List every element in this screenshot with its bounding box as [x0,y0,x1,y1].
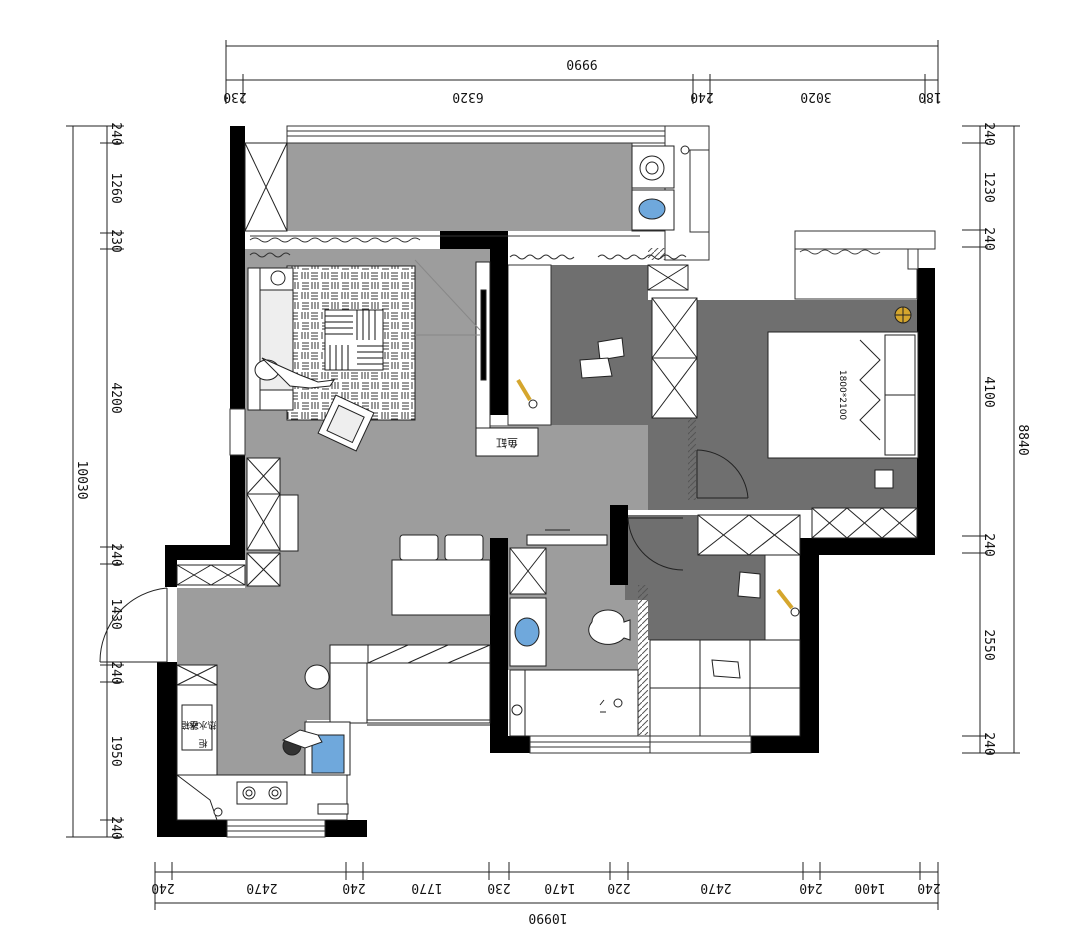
door-swing-lines [414,259,481,336]
bar-counter [391,529,608,616]
dim-right-seg-7: 240 [981,732,996,755]
dim-left-seg-8: 1950 [108,735,123,766]
second-bedroom-furniture [649,514,801,737]
fridge-label: 冰箱 [181,719,199,731]
armchair [317,394,375,452]
walls [157,126,935,837]
dim-bottom-seg-5: 230 [487,880,510,895]
dimension-bottom [154,862,939,910]
dim-left-seg-3: 230 [108,229,123,252]
person-on-sofa [254,357,336,389]
dim-top-seg-1: 230 [223,89,246,104]
dim-left-seg-1: 240 [108,122,123,145]
dim-left-seg-7: 240 [108,661,123,684]
dim-right-seg-2: 1230 [981,171,996,202]
fish-tank-label: 鱼缸 [496,436,518,450]
dim-bottom-seg-6: 1470 [544,880,575,895]
sofa [247,267,294,411]
bedroom-door [696,449,749,499]
small-room-furniture [516,264,698,419]
entry-door [99,587,168,663]
dim-right-total: 8840 [1015,424,1030,455]
dimension-top [225,40,939,104]
tv-cabinet [475,261,491,429]
round-stool [304,664,330,690]
washing-machine [631,145,690,189]
dim-left-total: 10030 [74,460,89,499]
dim-top-seg-4: 3020 [800,89,831,104]
dim-top-seg-2: 6320 [452,89,483,104]
dim-top-seg-3: 240 [690,89,713,104]
balcony-cabinet [244,142,288,232]
dim-bottom-total: 10990 [528,910,567,925]
dim-right-seg-6: 2550 [981,629,996,660]
dim-top-total: 9990 [566,56,597,71]
dim-bottom-seg-4: 1770 [411,880,442,895]
balcony-basin [631,189,675,231]
master-bed [767,306,919,489]
bedroom-wardrobe [811,507,918,539]
dim-right-seg-5: 240 [981,533,996,556]
dim-right-seg-1: 240 [981,122,996,145]
dimension-right [962,125,1020,754]
bathroom-fixtures [509,547,639,737]
curtains [249,235,687,260]
dim-bottom-seg-11: 240 [917,880,940,895]
dim-bottom-seg-8: 2470 [700,880,731,895]
bottom-windows [226,408,752,838]
dimension-left [66,125,124,838]
dim-top-seg-5: 180 [918,89,941,104]
cabinet-label: 柜 [198,737,207,749]
dim-left-seg-5: 240 [108,543,123,566]
dim-left-seg-4: 4200 [108,382,123,413]
dim-bottom-seg-10: 1400 [854,880,885,895]
dim-right-seg-4: 4100 [981,376,996,407]
dim-right-seg-3: 240 [981,227,996,250]
bed-size-label: 1800*2100 [837,370,847,421]
dim-left-seg-2: 1260 [108,172,123,203]
person-cooking [281,729,323,756]
dim-bottom-seg-3: 240 [342,880,365,895]
kitchen [176,664,351,821]
entry-cabinet [176,457,299,587]
dim-bottom-seg-7: 220 [607,880,630,895]
dim-left-seg-9: 240 [108,816,123,839]
dim-left-seg-6: 1430 [108,598,123,629]
second-bedroom-door [627,517,684,571]
rug [286,265,416,421]
heater-label: 热水器 [189,719,216,731]
fish-tank: 鱼缸 [475,427,539,457]
balcony-floor [245,143,640,231]
dim-bottom-seg-9: 240 [799,880,822,895]
dim-bottom-seg-1: 240 [151,880,174,895]
kitchen-wall-cabinets [329,644,491,726]
dim-bottom-seg-2: 2470 [246,880,277,895]
